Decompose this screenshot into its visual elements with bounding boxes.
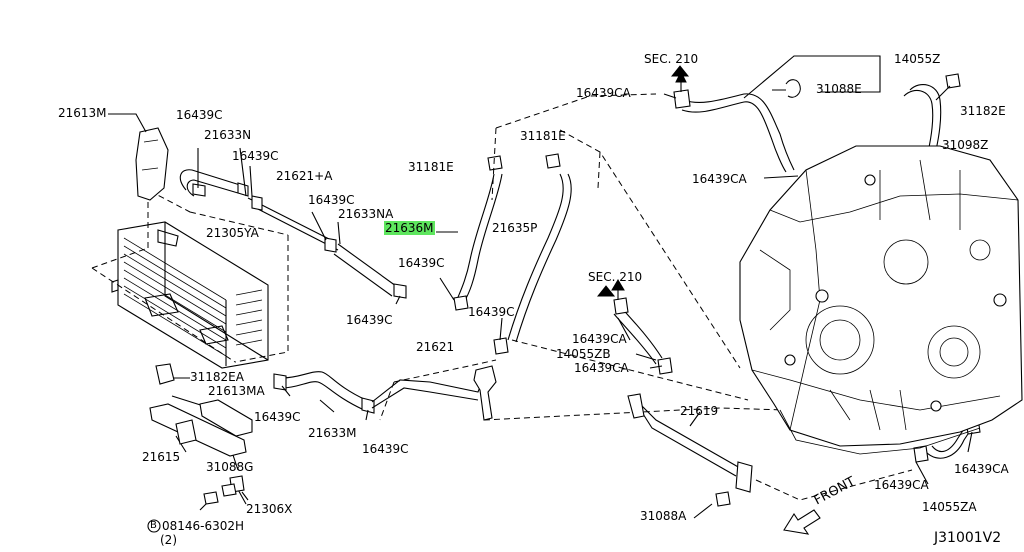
label-21633n: 21633N (204, 128, 252, 142)
diagram-id: J31001V2 (934, 530, 1002, 546)
hose-14055zb (611, 279, 673, 375)
transmission-drawing (739, 145, 1023, 455)
label-16439ca-f: 16439CA (954, 462, 1009, 476)
bracket-21615 (149, 399, 253, 457)
arrow-sec210-mid (596, 285, 616, 297)
label-31088g: 31088G (206, 460, 254, 474)
label-21621: 21621 (416, 340, 455, 354)
label-16439c-b: 16439C (232, 149, 279, 163)
label-bolt-b: B (150, 520, 157, 531)
label-21633m: 21633M (308, 426, 357, 440)
label-16439ca-b: 16439CA (692, 172, 747, 186)
label-16439c-f: 16439C (468, 305, 515, 319)
label-14055z: 14055Z (894, 52, 941, 66)
label-21633na: 21633NA (338, 207, 394, 221)
hose-14055z (673, 55, 881, 173)
label-16439ca-c: 16439CA (572, 332, 627, 346)
arrow-sec210-top (670, 65, 690, 77)
label-16439c-i: 16439C (362, 442, 409, 456)
label-16439ca-a: 16439CA (576, 86, 631, 100)
bolt-group (199, 475, 731, 511)
label-31088a: 31088A (640, 509, 687, 523)
label-21619: 21619 (680, 404, 719, 418)
bolt-b-circle (147, 519, 161, 533)
label-14055za: 14055ZA (922, 500, 977, 514)
label-21636m-highlighted: 21636M (384, 221, 435, 235)
tube-21621 (371, 359, 497, 421)
label-sec210-mid: SEC. 210 (588, 270, 643, 284)
pipe-21619 (627, 393, 753, 493)
hose-21633n (179, 169, 249, 197)
label-31098z: 31098Z (942, 138, 989, 152)
label-21613ma: 21613MA (208, 384, 265, 398)
label-21613m: 21613M (58, 106, 107, 120)
hose-21633m (273, 371, 375, 414)
label-31181e-b: 31181E (520, 129, 566, 143)
hose-21633na (333, 243, 407, 299)
label-quantity: (2) (160, 533, 177, 547)
hose-21635p (493, 153, 572, 355)
front-arrow-icon (783, 509, 821, 535)
label-16439c-a: 16439C (176, 108, 223, 122)
label-16439ca-e: 16439CA (874, 478, 929, 492)
clip-31182ea (155, 363, 175, 385)
label-21305ya: 21305YA (206, 226, 259, 240)
oil-cooler-drawing (111, 221, 269, 369)
label-31182ea: 31182EA (190, 370, 244, 384)
leader-lines (168, 85, 973, 519)
label-31181e-a: 31181E (408, 160, 454, 174)
label-21615: 21615 (142, 450, 181, 464)
label-31182e: 31182E (960, 104, 1006, 118)
hose-21636m (453, 155, 503, 311)
label-08146-6302h: 08146-6302H (162, 519, 245, 533)
label-21621a: 21621+A (276, 169, 333, 183)
label-14055zb: 14055ZB (556, 347, 611, 361)
label-16439ca-d: 16439CA (574, 361, 629, 375)
label-21306x: 21306X (246, 502, 293, 516)
label-16439c-c: 16439C (308, 193, 355, 207)
bracket-21613m (108, 113, 169, 201)
tube-21621a (247, 195, 339, 253)
label-16439c-h: 16439C (254, 410, 301, 424)
label-21635p: 21635P (492, 221, 538, 235)
label-16439c-e: 16439C (346, 313, 393, 327)
label-31088e: 31088E (816, 82, 862, 96)
label-16439c-d: 16439C (398, 256, 445, 270)
label-sec210-top: SEC. 210 (644, 52, 699, 66)
